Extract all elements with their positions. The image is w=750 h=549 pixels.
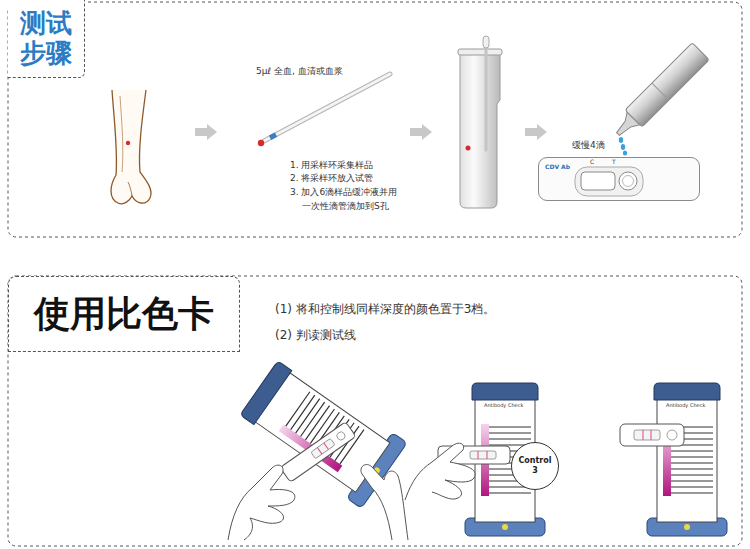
sample-swab [258,140,264,146]
card-and-hand-middle [470,451,496,459]
card-and-hand-middle [405,443,475,500]
cat-leg [111,90,151,204]
test-cassette-text: CDV Ab [545,164,570,170]
sample-well [619,172,637,190]
card-right [647,383,727,536]
card-right [620,424,684,446]
cat-leg [120,96,123,172]
buffer-drop [619,137,627,156]
volume-note: 5μℓ 全血, 血清或血浆 [256,65,343,78]
card-and-hands-left [280,422,356,483]
sample-tube [466,146,471,151]
sample-swab [270,135,276,138]
sample-tube [483,36,489,48]
sample-swab [258,74,390,146]
dropper-bottle [652,83,669,100]
card-right [643,430,644,440]
test-cassette: CDV Ab C T [538,157,700,201]
card-and-hands-left [317,448,322,455]
panel-outline [8,276,742,546]
card-right [634,430,660,440]
card-and-hands-left [324,443,329,450]
cat-leg [111,90,151,204]
sample-swab [264,74,390,141]
panel-outline [8,2,742,546]
sample-well [623,176,634,187]
card-and-hands-left [335,430,346,441]
drop-note: 缓慢4滴 [572,139,605,152]
card-and-hands-left [311,438,335,458]
step-arrow [195,124,217,140]
result-window [581,172,615,190]
cassette-recess [575,167,643,196]
instruction-text: (2) 判读测试线 [275,327,356,344]
section-header-text: 使用比色卡 [34,292,214,335]
buffer-drop [621,144,625,150]
callout-circle: Control 3 [511,442,559,490]
sample-tube [458,36,502,208]
sample-swab [264,74,390,141]
card-right [620,383,727,536]
card-and-hands-left [228,465,295,540]
step-note: 1. 用采样环采集样品 [290,159,373,173]
section-header: 使用比色卡 [8,276,240,352]
section-header: 测试 步骤 [8,0,85,78]
section-header-text: 测试 步骤 [20,9,72,69]
sample-tube [460,54,500,208]
step-arrow [525,124,547,140]
card-brand-text: Antibody Check [666,403,705,408]
step-arrow [410,124,432,140]
step-note: 2. 将采样环放入试管 [290,172,373,186]
callout-circle-text: Control 3 [518,456,551,475]
panel-outline [8,2,742,237]
sample-tube [485,40,488,150]
card-right [651,430,652,440]
card-and-hands-left [228,355,408,540]
dropper-bottle [610,43,710,143]
card-brand-text: Antibody Check [484,403,523,408]
sample-tube [458,49,502,55]
instruction-text: (1) 将和控制线同样深度的颜色置于3档。 [275,301,495,318]
dropper-bottle [625,43,709,127]
cat-leg [128,182,132,196]
buffer-drop [623,150,627,155]
card-and-hand-middle [487,451,488,459]
card-and-hands-left [280,422,356,483]
card-and-hands-left [361,465,408,540]
cat-leg [126,141,130,145]
card-and-hand-middle [478,451,479,459]
test-cassette-text: C [590,159,594,165]
buffer-drop [619,137,623,143]
card-right [667,430,677,440]
step-note: 3. 加入6滴样品缓冲液并用 一次性滴管滴加到S孔 [290,186,438,213]
test-cassette-text: T [612,159,616,165]
